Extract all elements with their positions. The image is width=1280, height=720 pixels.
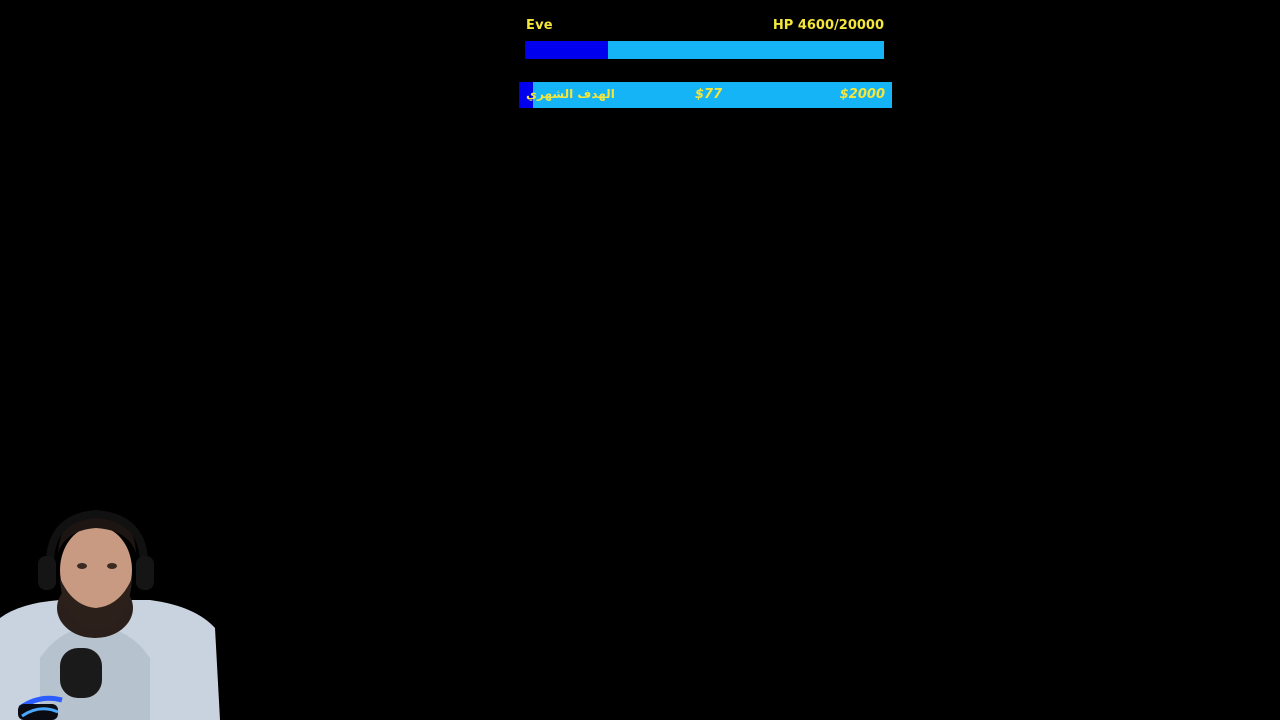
streamer-webcam-icon [0, 508, 220, 720]
hp-bar-widget: Eve HP 4600/20000 [525, 16, 884, 60]
goal-bar-fill [519, 82, 534, 108]
webcam-figure [0, 509, 220, 720]
goal-target-amount: $2000 [839, 87, 885, 102]
hp-character-name: Eve [526, 18, 553, 33]
hp-bar-track [525, 41, 884, 59]
goal-current-amount: $77 [695, 87, 723, 102]
hp-bar-fill [525, 41, 608, 59]
hp-value-text: HP 4600/20000 [772, 18, 884, 33]
goal-title: الهدف الشهري [526, 87, 615, 101]
monthly-goal-bar: الهدف الشهري $77 $2000 [519, 82, 892, 108]
hp-label-row: Eve HP 4600/20000 [525, 16, 884, 38]
